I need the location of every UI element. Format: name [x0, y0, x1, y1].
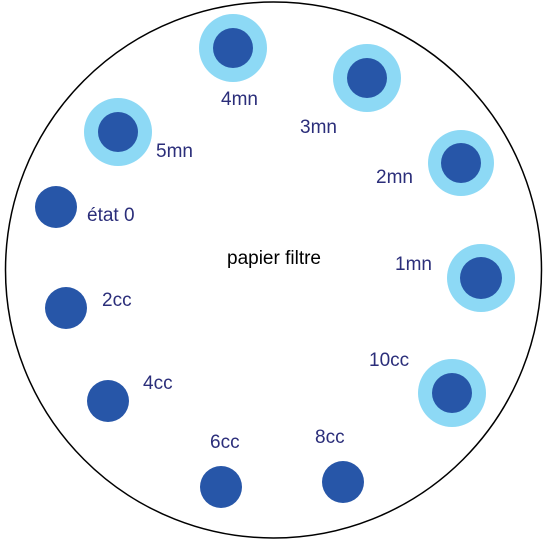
spot-label: état 0	[87, 205, 135, 226]
spot-5mn: 5mn	[84, 98, 193, 166]
spot-10cc: 10cc	[369, 350, 486, 427]
spot-6cc: 6cc	[200, 432, 242, 508]
spot-2cc: 2cc	[45, 287, 132, 329]
spot-4mn: 4mn	[199, 14, 267, 110]
spot-label: 4mn	[221, 89, 258, 110]
spot-core	[35, 186, 77, 228]
spot-label: 8cc	[315, 427, 345, 448]
spot-8cc: 8cc	[315, 427, 364, 503]
spot-label: 6cc	[210, 432, 240, 453]
spot-label: 1mn	[395, 254, 432, 275]
spot-1mn: 1mn	[395, 244, 515, 312]
spot-2mn: 2mn	[376, 130, 494, 196]
spot-label: 2mn	[376, 167, 413, 188]
spots-layer: état 0 2cc 4cc 6cc 8cc 10cc 1mn 2mn 3mn 4mn 5mn	[35, 14, 515, 508]
spot-core	[432, 373, 472, 413]
spot-label: 2cc	[102, 290, 132, 311]
center-label: papier filtre	[227, 248, 321, 269]
spot-label: 10cc	[369, 350, 409, 371]
spot-core	[45, 287, 87, 329]
spot-3mn: 3mn	[300, 44, 401, 138]
spot-core	[87, 380, 129, 422]
spot-core	[98, 112, 138, 152]
spot-4cc: 4cc	[87, 373, 173, 422]
spot-label: 5mn	[156, 141, 193, 162]
spot-core	[200, 466, 242, 508]
spot-core	[213, 28, 253, 68]
spot-core	[347, 58, 387, 98]
spot-core	[322, 461, 364, 503]
spot-label: 3mn	[300, 117, 337, 138]
spot-core	[441, 143, 481, 183]
spot-core	[460, 257, 502, 299]
spot-label: 4cc	[143, 373, 173, 394]
spot-etat-0: état 0	[35, 186, 135, 228]
filter-paper-circle	[4, 1, 543, 539]
